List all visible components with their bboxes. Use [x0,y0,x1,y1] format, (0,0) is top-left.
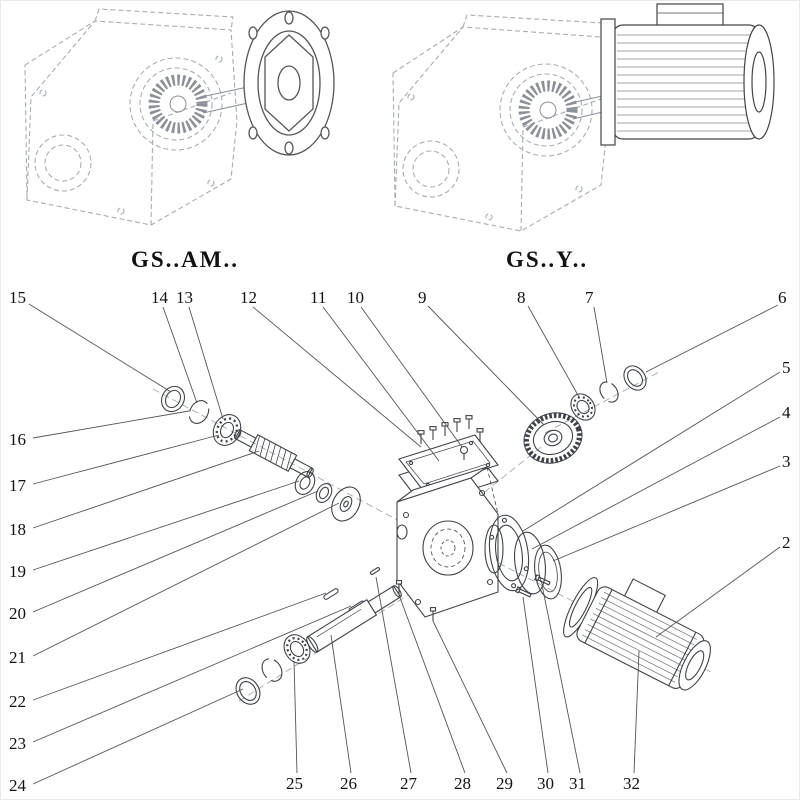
part-2-motor [563,576,711,691]
gearbox-am-drawing [24,8,238,226]
callout-32: 32 [623,774,640,793]
part-12-bolts [417,415,484,444]
part-5-output-flange [488,514,530,592]
callout-17: 17 [9,476,26,495]
part-10-vent-plug [459,445,469,460]
input-hub-am [148,74,258,134]
part-26-output-shaft [306,585,402,653]
callout-18: 18 [9,520,26,539]
callout-7: 7 [585,288,594,307]
callout-5: 5 [782,358,791,377]
callout-23: 23 [9,734,26,753]
exploded-view [152,365,714,705]
part-19-bearing [294,471,316,495]
callout-22: 22 [9,692,26,711]
callout-31: 31 [569,774,586,793]
callout-27: 27 [400,774,417,793]
part-30-bolt [515,586,532,598]
callout-4: 4 [782,403,791,422]
callout-3: 3 [782,452,791,471]
callout-16: 16 [9,430,26,449]
part-3-shim [534,544,562,600]
part-24-seal-ring [235,677,261,705]
motor-y-drawing [600,3,775,146]
part-28-screw [395,580,403,594]
callout-25: 25 [286,774,303,793]
part-housing [396,466,504,618]
callout-26: 26 [340,774,357,793]
callout-8: 8 [517,288,526,307]
part-4-gasket [513,531,547,595]
part-31-bolt [534,574,551,586]
part-29-screw [429,607,437,621]
callout-9: 9 [418,288,427,307]
part-14-snap-ring [188,400,210,424]
part-22-pin [323,588,339,600]
part-27-pin [369,567,381,575]
callout-21: 21 [9,648,26,667]
callout-12: 12 [240,288,257,307]
callout-6: 6 [778,288,787,307]
callout-13: 13 [176,288,193,307]
part-6-ring [623,365,647,391]
part-9-gear [523,412,583,464]
callout-28: 28 [454,774,471,793]
part-7-snap-ring [599,381,619,403]
callout-19: 19 [9,562,26,581]
callout-15: 15 [9,288,26,307]
callout-20: 20 [9,604,26,623]
flange-am-drawing [243,10,335,156]
callout-10: 10 [347,288,364,307]
model-label-gsam: GS..AM.. [131,247,239,272]
part-21-disc [331,486,361,522]
part-output-snap-ring [261,658,283,682]
part-15-ring [160,385,186,413]
callout-30: 30 [537,774,554,793]
callout-2: 2 [782,533,791,552]
input-hub-y [518,80,608,140]
model-label-gsy: GS..Y.. [506,247,589,272]
callout-14: 14 [151,288,168,307]
callout-24: 24 [9,776,26,795]
gearbox-y-drawing [392,14,608,232]
part-8-bearing [570,393,596,421]
callout-11: 11 [310,288,327,307]
leader-lines [28,303,781,785]
callout-29: 29 [496,774,513,793]
part-20-washer [315,483,333,503]
